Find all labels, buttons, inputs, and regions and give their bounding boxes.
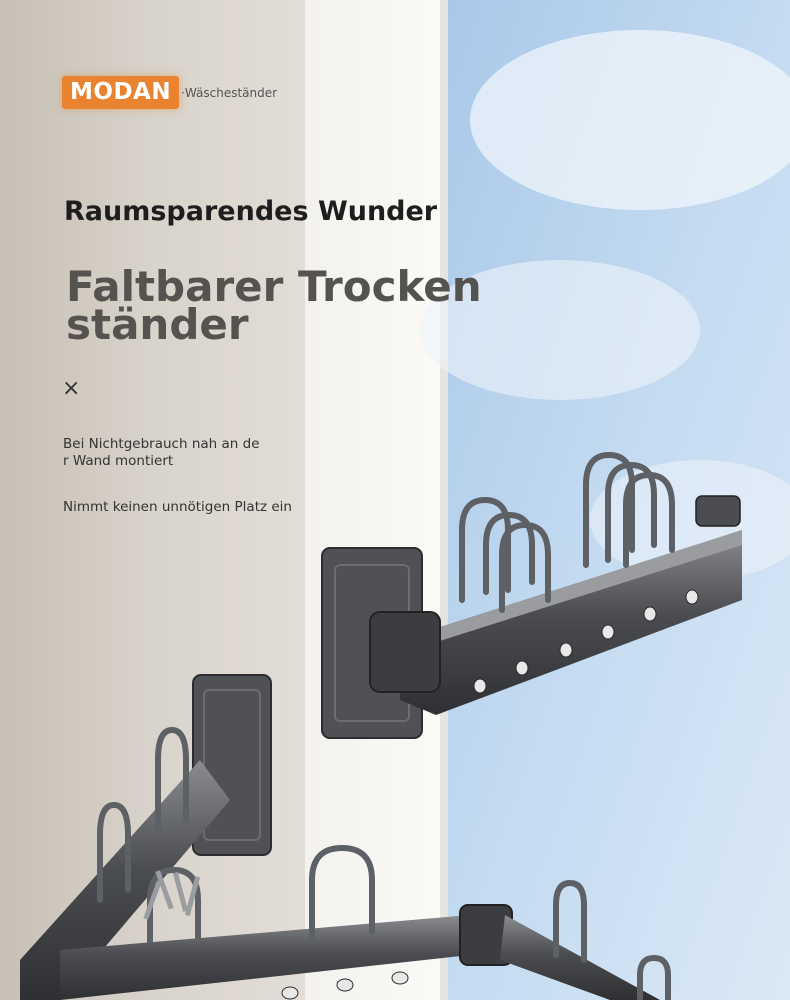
feature-text-1: Bei Nichtgebrauch nah an der Wand montie… [63, 436, 260, 469]
close-icon: × [62, 376, 81, 401]
brand-header: MODAN ·Wäscheständer [62, 76, 277, 109]
headline-title: Faltbarer Trockenständer [66, 262, 482, 349]
feature-text-2: Nimmt keinen unnötigen Platz ein [63, 499, 292, 515]
product-type-label: ·Wäscheständer [181, 85, 278, 100]
headline-subtitle: Raumsparendes Wunder [64, 196, 438, 227]
brand-logo: MODAN [62, 76, 180, 109]
